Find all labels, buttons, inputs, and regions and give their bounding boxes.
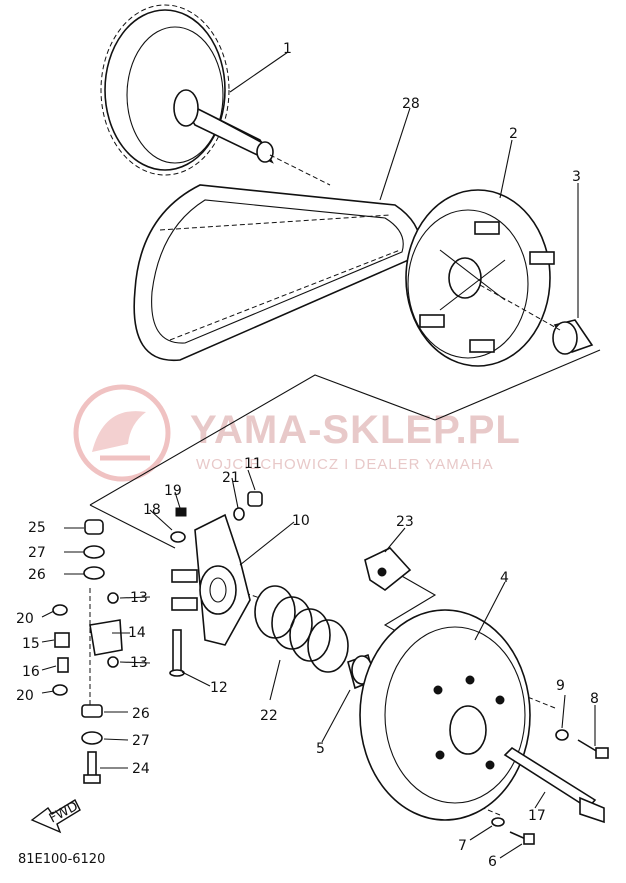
callout-15: 15	[22, 636, 40, 652]
callout-3: 3	[572, 169, 581, 185]
callout-20a: 20	[16, 611, 34, 627]
callout-17: 17	[528, 808, 546, 824]
part-23-bracket	[364, 547, 412, 591]
callout-26b: 26	[132, 706, 150, 722]
callout-7: 7	[458, 838, 467, 854]
diagram-code: 81E100-6120	[18, 852, 105, 867]
callout-5: 5	[316, 741, 325, 757]
callout-24: 24	[132, 761, 150, 777]
callout-19: 19	[164, 483, 182, 499]
part-2-cam-plate	[405, 189, 555, 367]
watermark-subtitle: WOJCIECHOWICZ I DEALER YAMAHA	[196, 456, 494, 473]
callout-6: 6	[488, 854, 497, 870]
callout-2: 2	[509, 126, 518, 142]
callout-18: 18	[143, 502, 161, 518]
watermark: YAMA-SKLEP.PL WOJCIECHOWICZ I DEALER YAM…	[73, 384, 521, 482]
part-21-washer	[233, 507, 245, 521]
part-4-clutch-drum	[359, 609, 531, 821]
part-6-bolt	[523, 833, 535, 845]
callout-numbers: 1 28 2 3 11 21 19 18 10 23 4 25 27 26 13…	[16, 41, 599, 870]
callout-8: 8	[590, 691, 599, 707]
callout-16: 16	[22, 664, 40, 680]
fwd-label: FWD	[47, 799, 81, 826]
fwd-arrow-icon: FWD	[30, 799, 81, 834]
callout-14: 14	[128, 625, 146, 641]
part-19-pin	[175, 507, 187, 517]
leader-lines	[41, 51, 596, 859]
callout-13b: 13	[130, 655, 148, 671]
part-12-shaft	[172, 629, 182, 676]
callout-26a: 26	[28, 567, 46, 583]
callout-4: 4	[500, 570, 509, 586]
small-hardware	[169, 491, 263, 677]
callout-1: 1	[283, 41, 292, 57]
callout-10: 10	[292, 513, 310, 529]
callout-13a: 13	[130, 590, 148, 606]
callout-12: 12	[210, 680, 228, 696]
part-10-spider	[171, 513, 251, 646]
part-28-belt	[133, 184, 422, 362]
part-7-washer	[491, 817, 505, 827]
part-9-washer	[555, 729, 569, 741]
watermark-logo-icon	[73, 384, 171, 482]
callout-27a: 27	[28, 545, 46, 561]
part-18-collar	[170, 531, 186, 543]
left-parts-stack	[52, 519, 123, 784]
part-3-bushing	[552, 319, 594, 355]
part-1-fixed-sheave	[100, 4, 274, 176]
callout-27b: 27	[132, 733, 150, 749]
part-11-nut	[247, 491, 263, 507]
parts-8-9-bolt	[555, 729, 609, 759]
part-22-spring	[254, 585, 349, 673]
watermark-brand: YAMA-SKLEP.PL	[190, 408, 521, 452]
part-17-long-bolt	[503, 746, 605, 824]
callout-20b: 20	[16, 688, 34, 704]
callout-23: 23	[396, 514, 414, 530]
callout-25: 25	[28, 520, 46, 536]
part-8-bolt	[595, 747, 609, 759]
callout-11: 11	[244, 456, 262, 472]
callout-21: 21	[222, 470, 240, 486]
parts-6-7-hardware	[491, 817, 535, 845]
callout-28: 28	[402, 96, 420, 112]
callout-9: 9	[556, 678, 565, 694]
callout-22: 22	[260, 708, 278, 724]
